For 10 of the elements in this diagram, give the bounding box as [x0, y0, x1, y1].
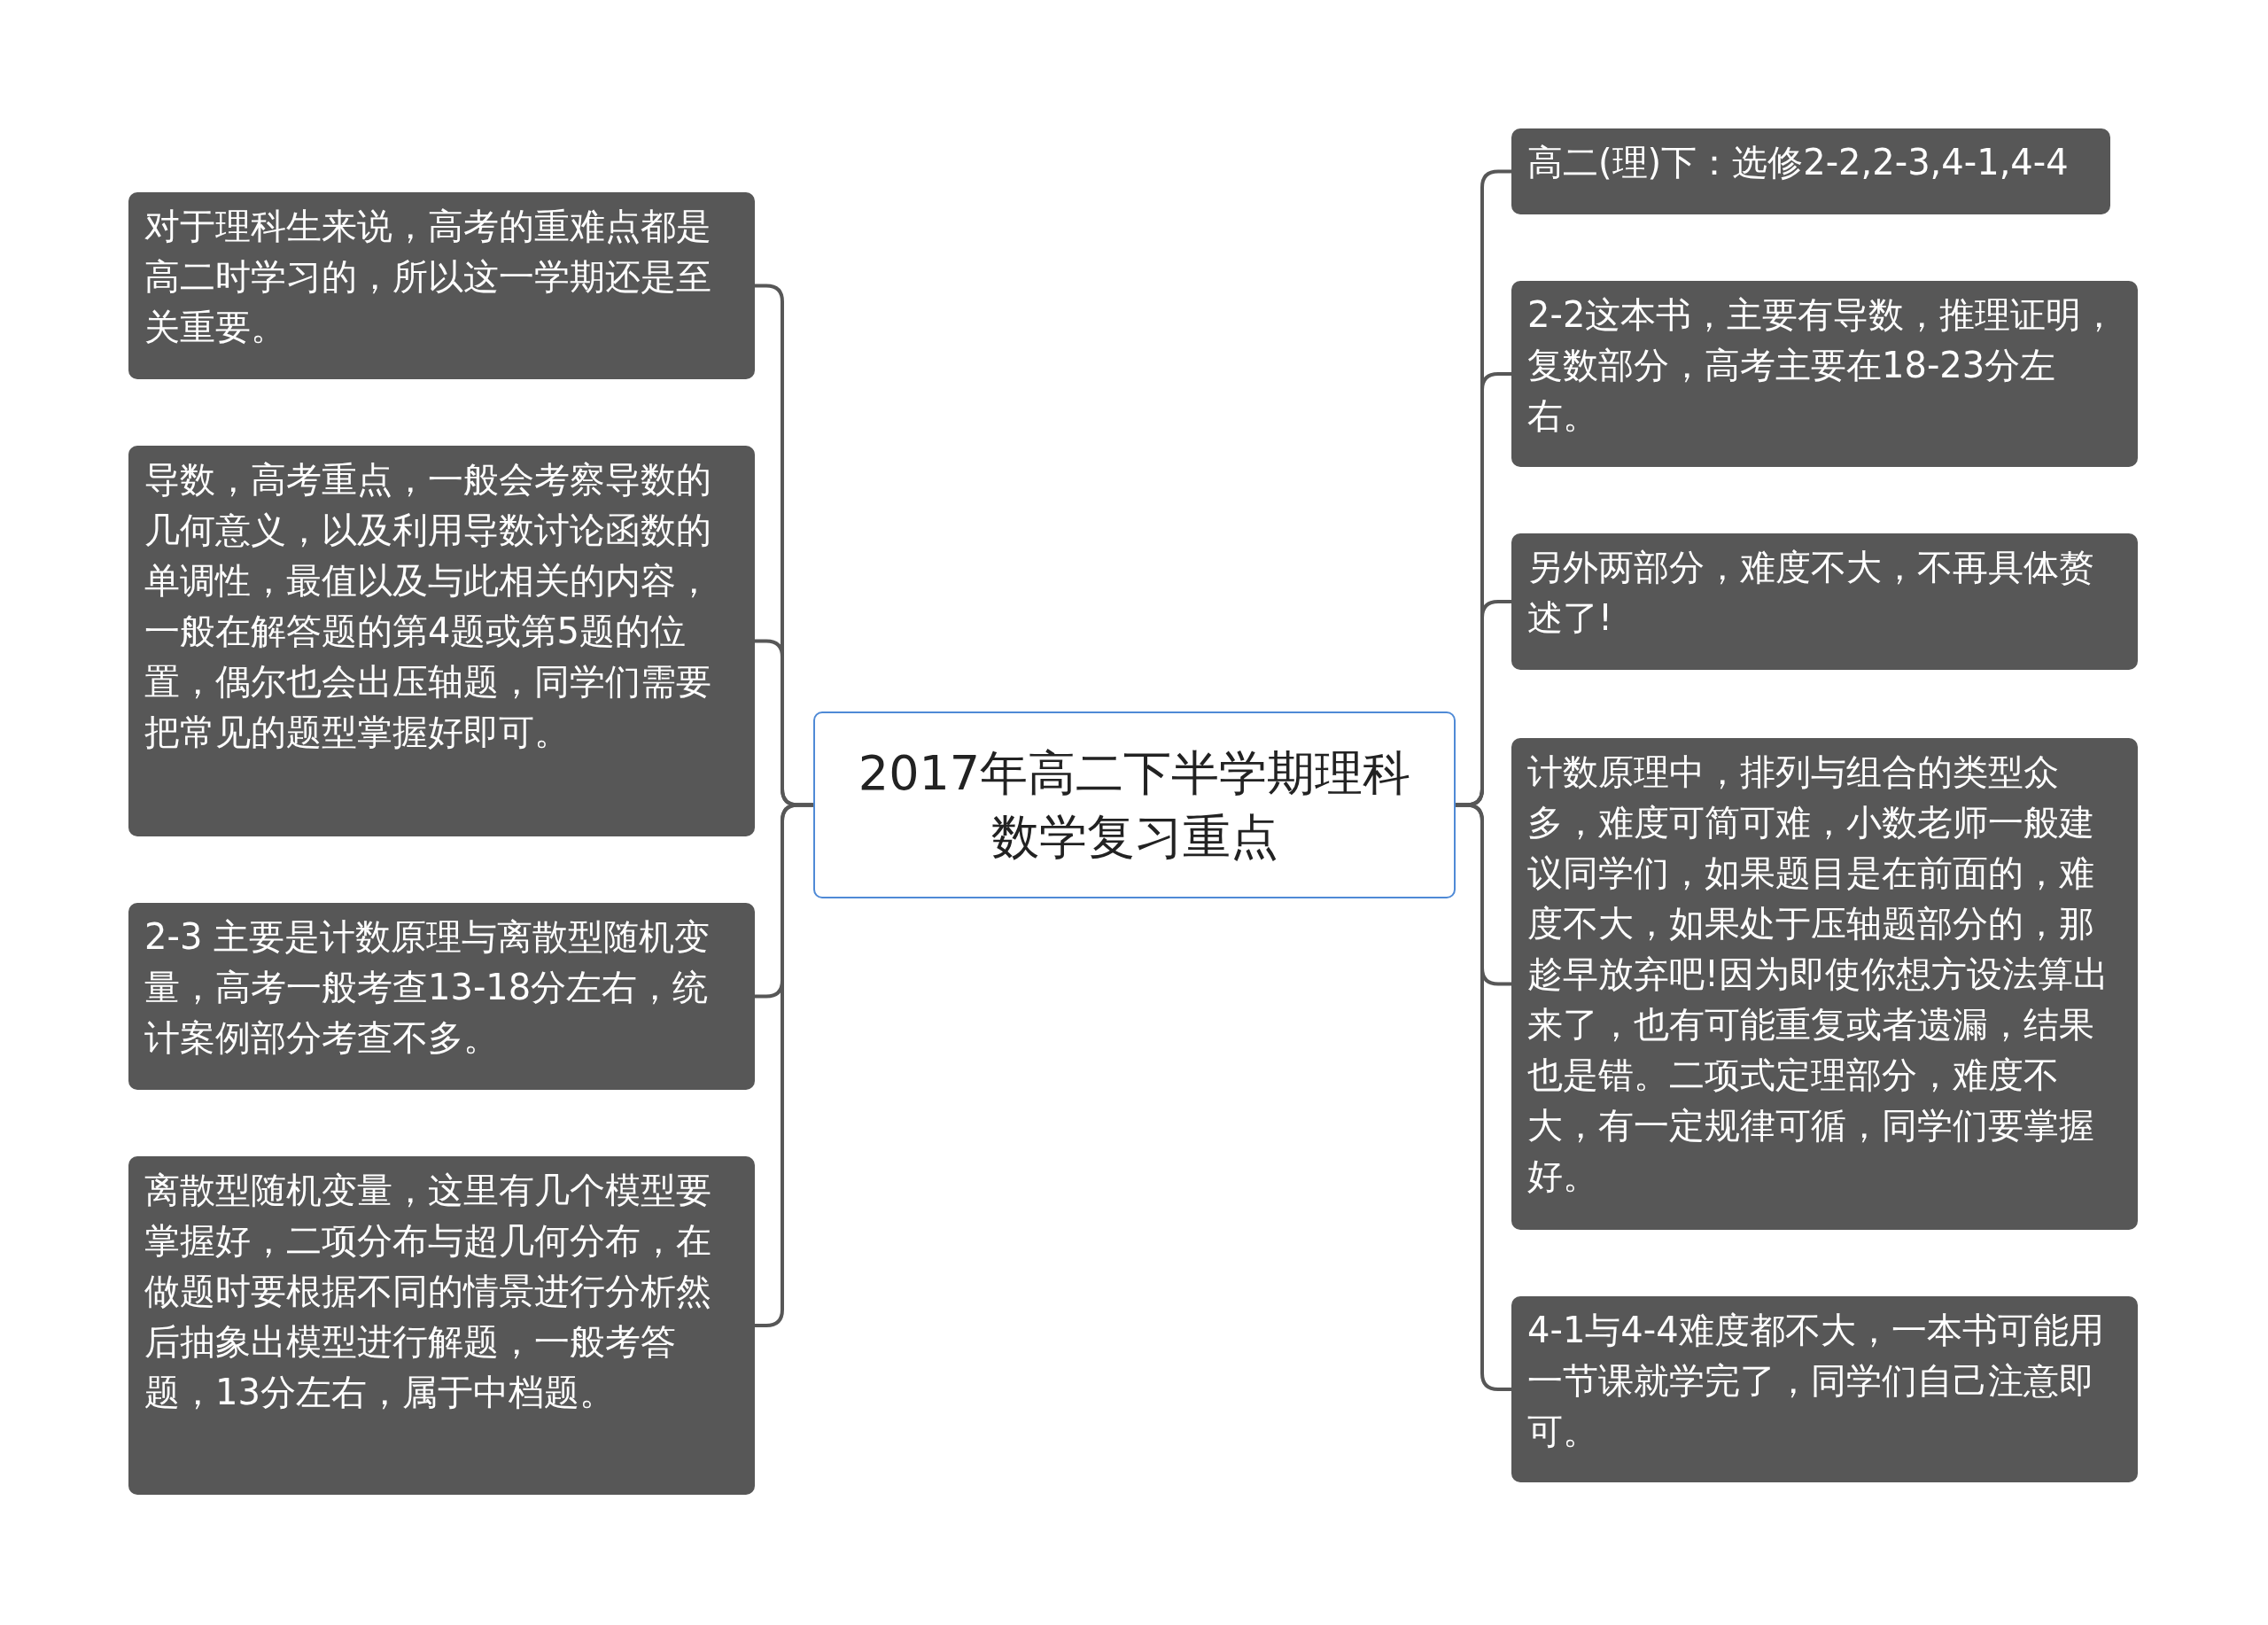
subtopic-box: 高二(理)下：选修2-2,2-3,4-1,4-4 [1511, 128, 2110, 214]
subtopic-box: 4-1与4-4难度都不大，一本书可能用一节课就学完了，同学们自己注意即可。 [1511, 1296, 2138, 1482]
subtopic-box: 2-3 主要是计数原理与离散型随机变量，高考一般考查13-18分左右，统计案例部分考查不多。 [128, 903, 755, 1090]
central-topic-box: 2017年高二下半学期理科数学复习重点 [813, 711, 1456, 898]
subtopic-box: 离散型随机变量，这里有几个模型要掌握好，二项分布与超几何分布，在做题时要根据不同的情景进行分析然后抽象出模型进行解题，一般考答题，13分左右，属于中档题。 [128, 1156, 755, 1495]
subtopic-box: 2-2这本书，主要有导数，推理证明，复数部分，高考主要在18-23分左右。 [1511, 281, 2138, 467]
subtopic-box: 计数原理中，排列与组合的类型众多，难度可简可难，小数老师一般建议同学们，如果题目是在前面的，难度不大，如果处于压轴题部分的，那趁早放弃吧!因为即使你想方设法算出来了，也有可能重复或者遗漏，结果也是错。二项式定理部分，难度不大，有一定规律可循，同学们要掌握好。 [1511, 738, 2138, 1230]
subtopic-box: 另外两部分，难度不大，不再具体赘述了! [1511, 533, 2138, 670]
subtopic-box: 对于理科生来说，高考的重难点都是高二时学习的，所以这一学期还是至关重要。 [128, 192, 755, 379]
subtopic-box: 导数，高考重点，一般会考察导数的几何意义，以及利用导数讨论函数的单调性，最值以及与此相关的内容，一般在解答题的第4题或第5题的位置，偶尔也会出压轴题，同学们需要把常见的题型掌握好即可。 [128, 446, 755, 836]
